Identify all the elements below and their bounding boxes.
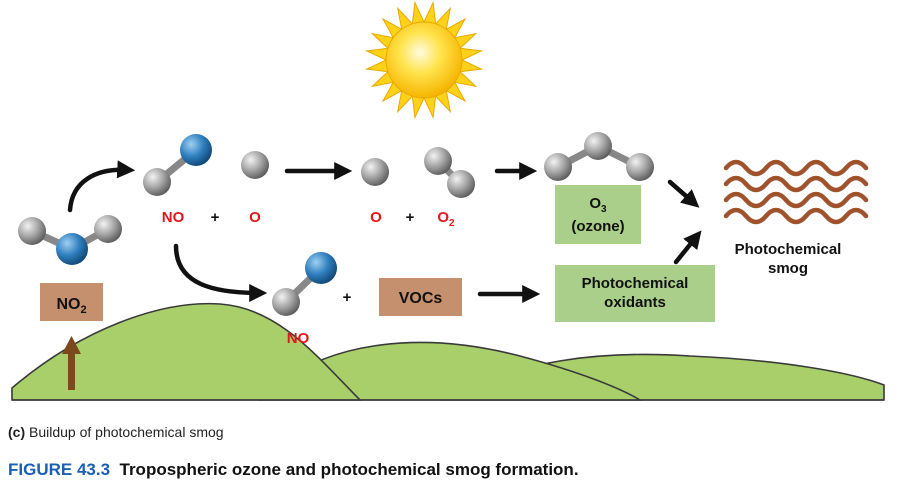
oxygen-atom-mid-icon	[361, 158, 389, 186]
o2-label: O2	[437, 209, 455, 229]
ozone-molecule-icon	[544, 132, 654, 181]
no-bottom-label: NO	[287, 330, 310, 347]
oxygen-atom-icon	[241, 151, 269, 179]
oxidants-label-line1: Photochemical	[582, 275, 689, 292]
smog-label-line1: Photochemical	[735, 241, 842, 258]
figure-title: Tropospheric ozone and photochemical smo…	[119, 460, 579, 479]
hills	[11, 302, 885, 401]
sun-icon	[364, 0, 484, 120]
figure-number: FIGURE 43.3	[8, 460, 111, 479]
figure-caption: FIGURE 43.3 Tropospheric ozone and photo…	[8, 460, 579, 480]
oxidants-label-line2: oxidants	[604, 294, 666, 311]
o-top-label: O	[249, 209, 261, 226]
ozone-label: (ozone)	[571, 218, 624, 235]
arrow-oxidants-to-smog	[673, 230, 702, 265]
no2-label: NO2	[56, 296, 86, 316]
smog-waves-icon	[723, 159, 869, 225]
smog-label-line2: smog	[768, 260, 808, 277]
reaction-arrows	[67, 160, 702, 303]
panel-letter: (c)	[8, 424, 26, 440]
no-molecule-bottom-icon	[272, 252, 337, 316]
emission-arrow-icon	[62, 336, 81, 390]
ozone-box	[555, 185, 641, 244]
o2-molecule-icon	[424, 147, 475, 198]
panel-caption: (c) Buildup of photochemical smog	[8, 424, 224, 440]
oxidants-box	[555, 265, 715, 322]
o-mid-label: O	[370, 209, 382, 226]
vocs-box	[379, 278, 462, 316]
no-molecule-top-icon	[143, 134, 212, 196]
panel-caption-text: Buildup of photochemical smog	[29, 424, 224, 440]
o3-label: O3	[589, 195, 607, 215]
arrow-no2-to-no	[67, 160, 136, 213]
arrow-no-to-bottom-no	[173, 243, 268, 302]
plus-bottom: +	[343, 289, 352, 306]
vocs-label: VOCs	[399, 290, 443, 307]
arrow-ozone-to-smog	[667, 179, 700, 208]
no2-box	[40, 283, 103, 321]
plus-top-right: +	[406, 209, 415, 226]
plus-top-left: +	[211, 209, 220, 226]
no-top-label: NO	[162, 209, 185, 226]
no2-molecule-icon	[18, 215, 122, 265]
